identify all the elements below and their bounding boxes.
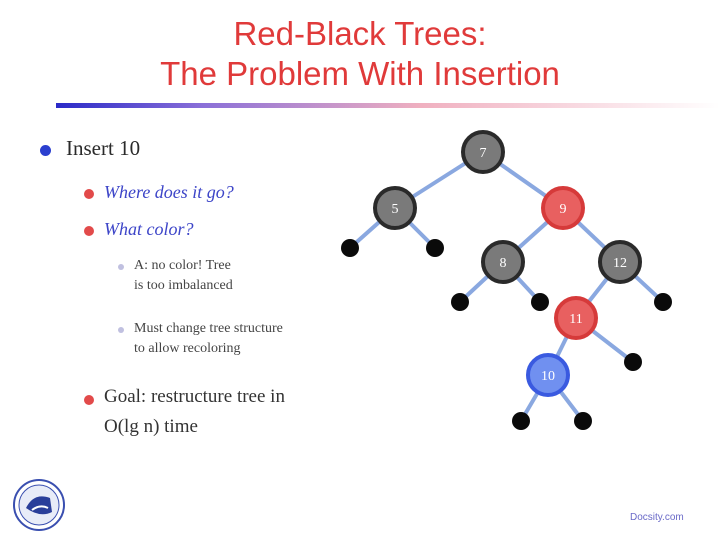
nil-leaf <box>531 293 549 311</box>
tree-node-11: 11 <box>554 296 598 340</box>
bullet-dot-blue <box>40 145 51 156</box>
university-logo-icon <box>13 479 65 531</box>
node-label: 5 <box>392 202 399 217</box>
node-label: 10 <box>541 369 555 384</box>
slide-title-line2: The Problem With Insertion <box>160 55 560 92</box>
node-label: 7 <box>480 146 487 161</box>
nil-leaf <box>426 239 444 257</box>
tree-node-7: 7 <box>461 130 505 174</box>
bullet-dot-red <box>84 395 94 405</box>
bullet-dot-red <box>84 226 94 236</box>
bullet-no-color-line2: is too imbalanced <box>134 278 233 293</box>
bullet-must-change-line1: Must change tree structure <box>134 321 283 336</box>
bullet-must-change-line2: to allow recoloring <box>134 341 241 356</box>
footer-watermark: Docsity.com <box>630 512 684 523</box>
slide-title: Red-Black Trees: The Problem With Insert… <box>0 14 720 94</box>
nil-leaf <box>512 412 530 430</box>
bullet-dot-small <box>118 264 124 270</box>
bullet-no-color: A: no color! Tree is too imbalanced <box>134 256 233 296</box>
tree-node-10: 10 <box>526 353 570 397</box>
bullet-goal: Goal: restructure tree in O(lg n) time <box>104 382 285 442</box>
node-label: 12 <box>613 256 627 271</box>
nil-leaf <box>341 239 359 257</box>
bullet-dot-small <box>118 327 124 333</box>
node-label: 11 <box>569 312 582 327</box>
bullet-where: Where does it go? <box>104 182 234 202</box>
node-label: 8 <box>500 256 507 271</box>
bullet-list: Insert 10 Where does it go? What color? … <box>0 0 400 470</box>
nil-leaf <box>624 353 642 371</box>
nil-leaf <box>451 293 469 311</box>
title-divider <box>56 103 720 108</box>
node-label: 9 <box>560 202 567 217</box>
bullet-goal-line1: Goal: restructure tree in <box>104 386 285 407</box>
bullet-no-color-line1: A: no color! Tree <box>134 258 231 273</box>
bullet-what-color: What color? <box>104 219 194 239</box>
bullet-goal-line2: O(lg n) time <box>104 416 198 437</box>
tree-node-8: 8 <box>481 240 525 284</box>
tree-node-9: 9 <box>541 186 585 230</box>
bullet-dot-red <box>84 189 94 199</box>
bullet-must-change: Must change tree structure to allow reco… <box>134 319 283 359</box>
nil-leaf <box>654 293 672 311</box>
nil-leaf <box>574 412 592 430</box>
slide-title-line1: Red-Black Trees: <box>233 15 487 52</box>
bullet-insert: Insert 10 <box>66 136 141 160</box>
tree-node-5: 5 <box>373 186 417 230</box>
tree-node-12: 12 <box>598 240 642 284</box>
